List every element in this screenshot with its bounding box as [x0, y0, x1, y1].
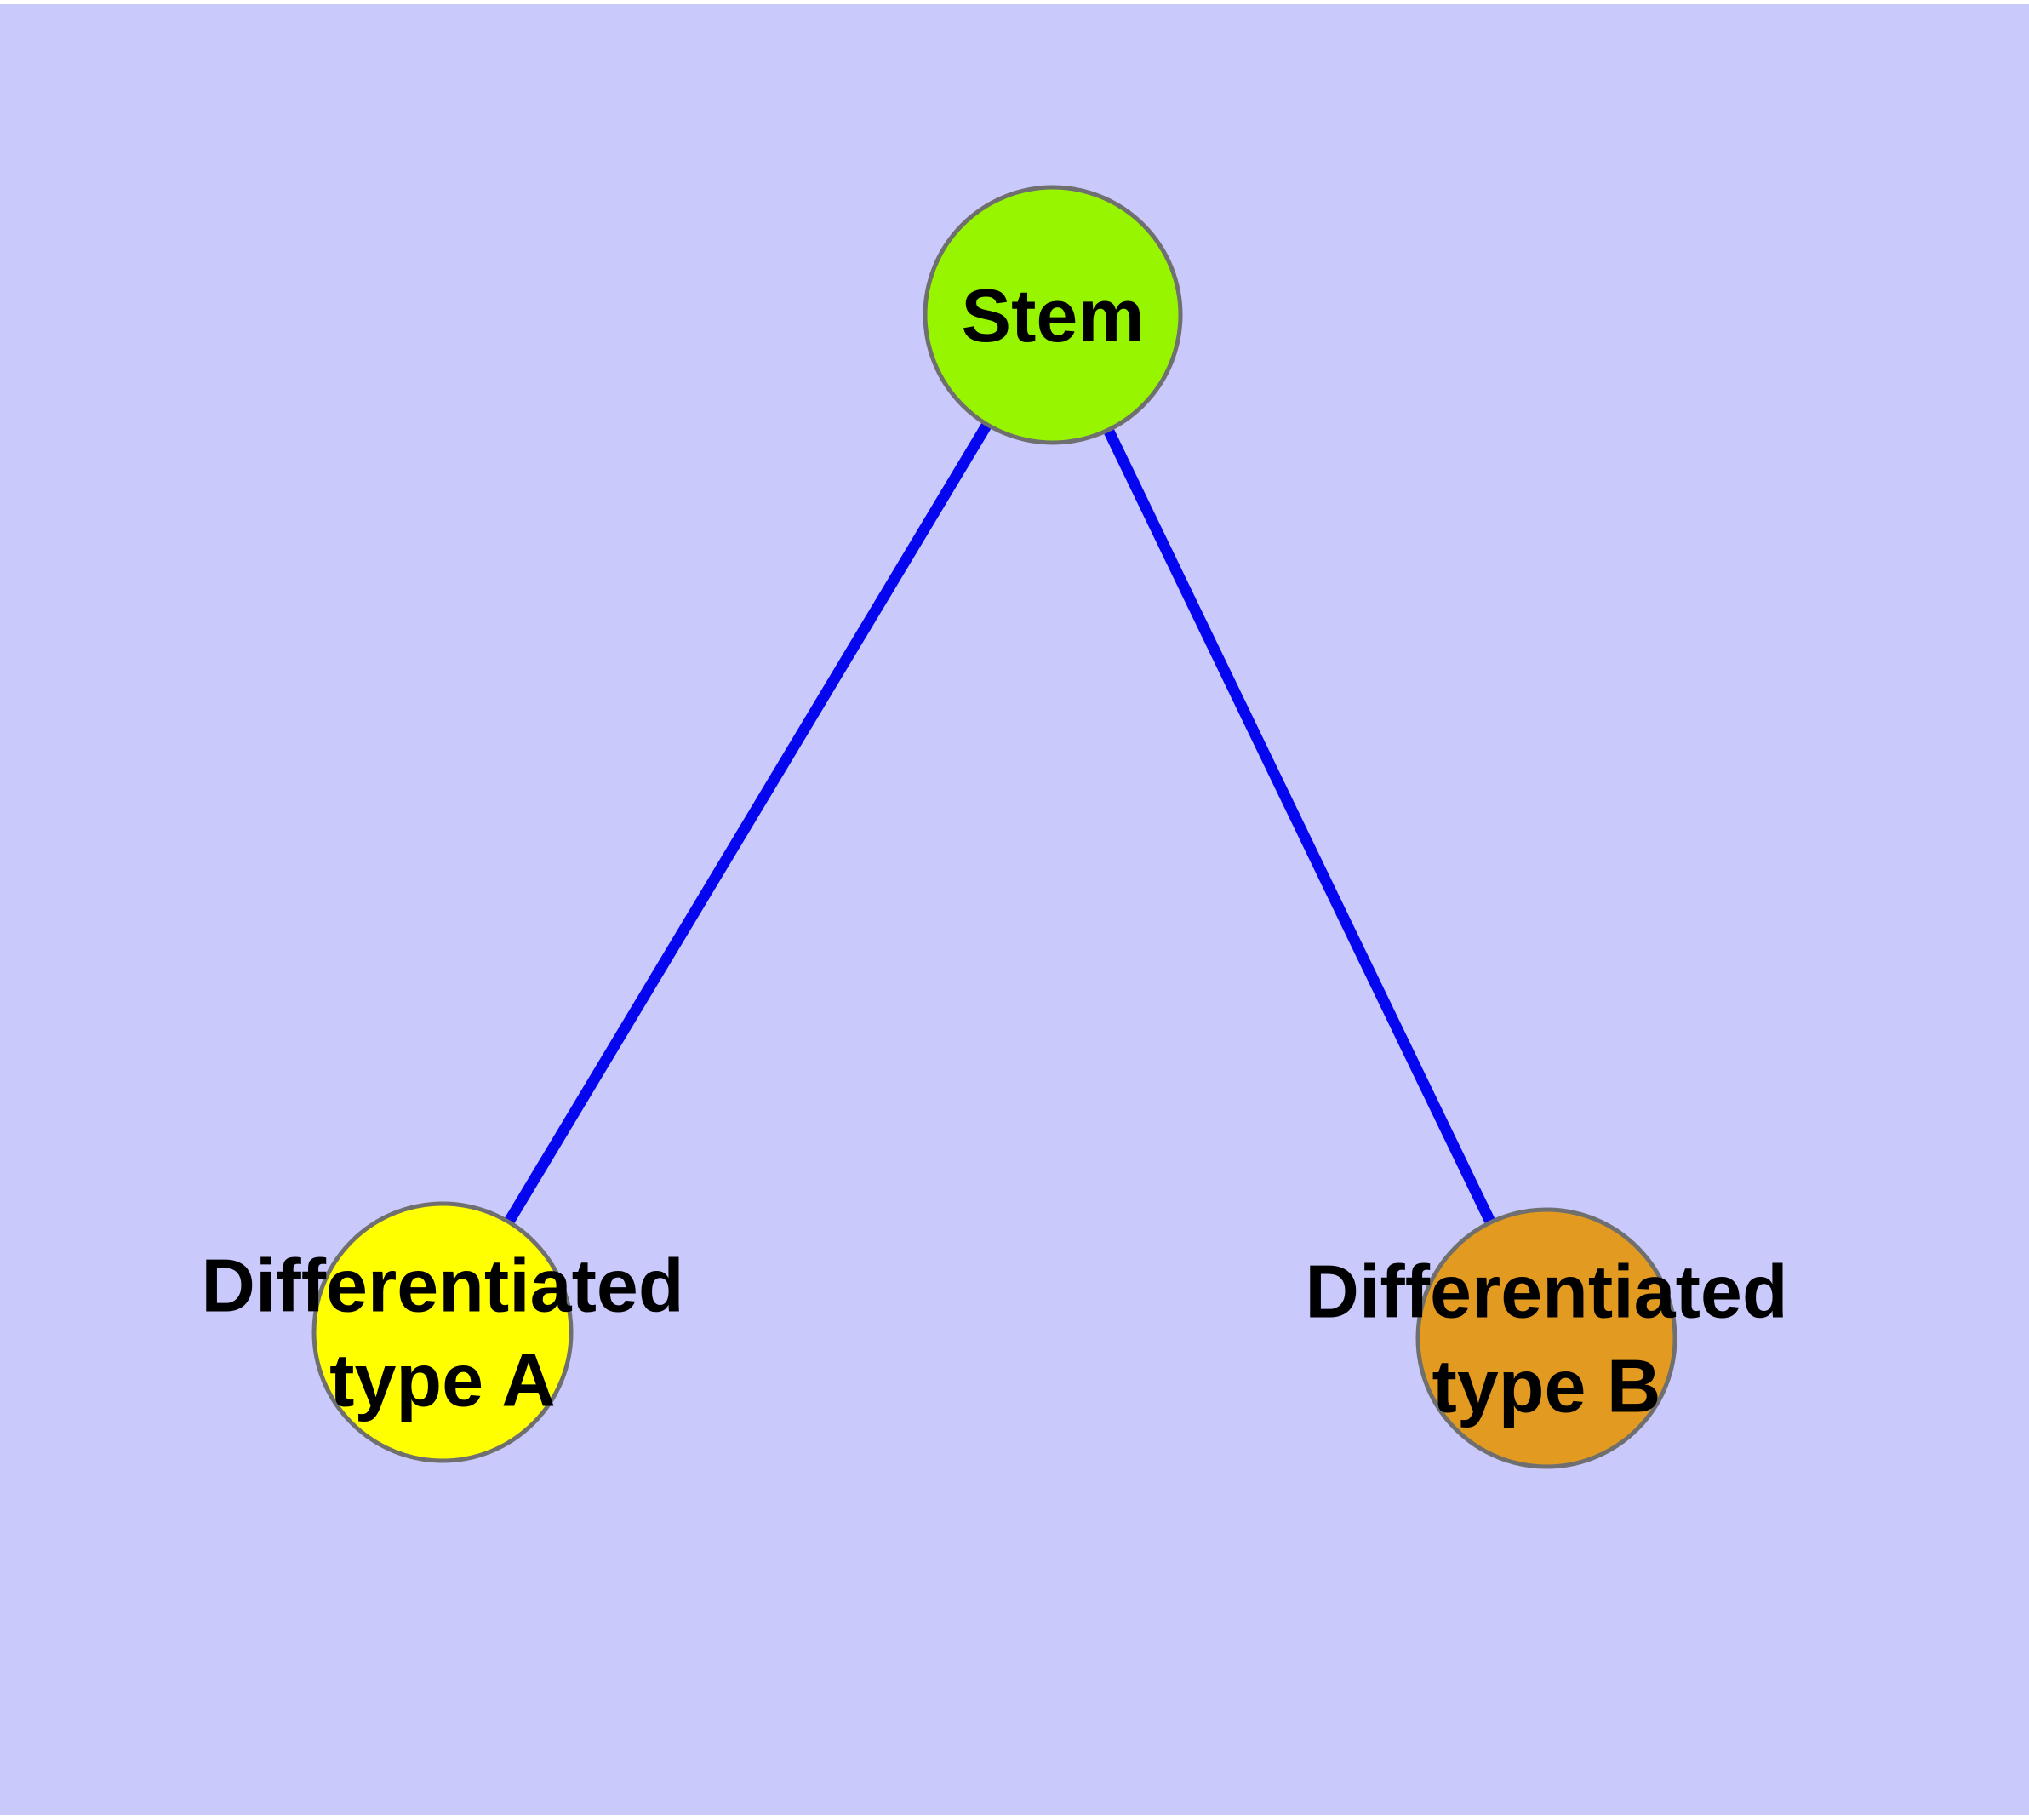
edge-stem-to-type-a	[437, 309, 1059, 1338]
node-label-differentiated-type-a-line-0: Differentiated	[201, 1244, 683, 1328]
node-label-differentiated-type-a-line-1: type A	[329, 1338, 556, 1422]
edge-stem-to-type-b	[1047, 309, 1552, 1344]
node-differentiated-type-a[interactable]	[311, 1201, 574, 1463]
edge-layer	[437, 309, 1552, 1344]
node-label-differentiated-type-b-line-1: type B	[1432, 1344, 1661, 1428]
node-layer	[311, 185, 1677, 1469]
node-stem[interactable]	[923, 185, 1183, 445]
node-label-differentiated-type-b-line-0: Differentiated	[1305, 1250, 1787, 1334]
node-differentiated-type-b[interactable]	[1415, 1207, 1677, 1469]
node-label-stem-line-0: Stem	[961, 273, 1144, 358]
